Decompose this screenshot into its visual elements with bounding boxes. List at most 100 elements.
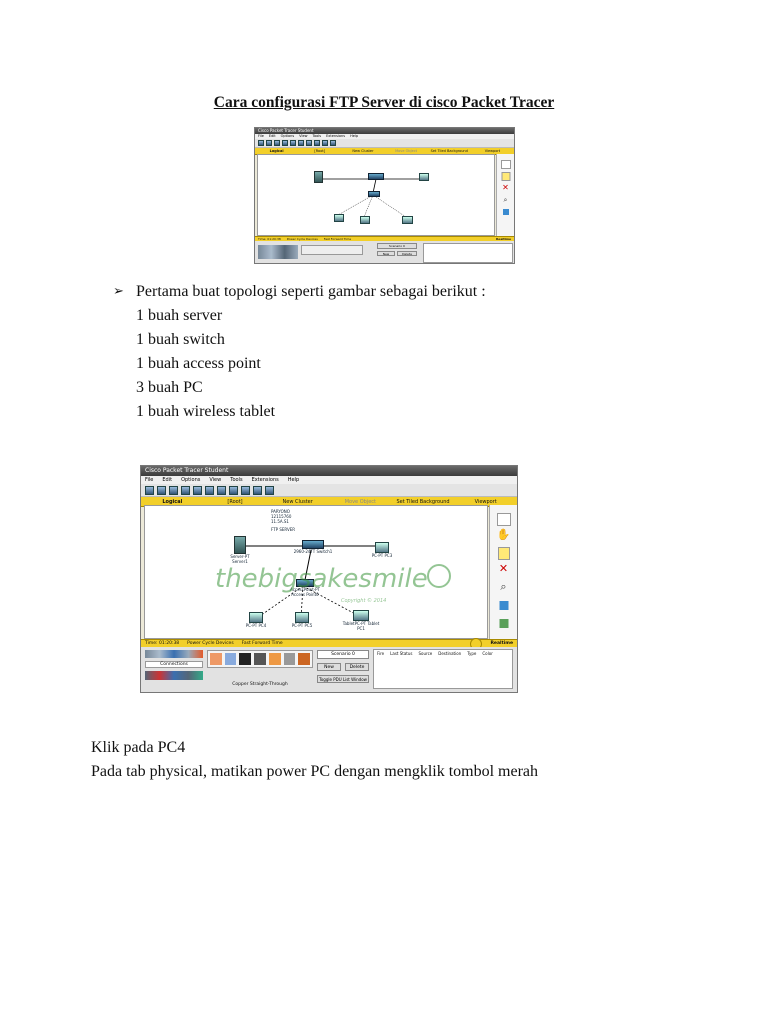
server-node[interactable] bbox=[314, 171, 323, 183]
topology-workspace[interactable]: PARYONO 12115760 11.5A.S1 FTP SERVER Ser… bbox=[144, 505, 488, 639]
auto-cable-icon[interactable] bbox=[210, 653, 222, 665]
zoom-out-icon[interactable] bbox=[330, 140, 336, 146]
set-tiled-background-button[interactable]: Set Tiled Background bbox=[396, 498, 450, 505]
menu-tools[interactable]: Tools bbox=[312, 134, 322, 138]
link-switch-ap bbox=[372, 178, 377, 194]
logical-tab[interactable]: Logical bbox=[162, 498, 183, 505]
menu-options[interactable]: Options bbox=[280, 134, 295, 138]
menu-extensions[interactable]: Extensions bbox=[251, 477, 279, 483]
open-icon[interactable] bbox=[157, 485, 166, 495]
set-tiled-background-button[interactable]: Set Tiled Background bbox=[430, 149, 468, 153]
inspect-icon[interactable]: ⌕ bbox=[500, 580, 507, 593]
select-icon[interactable] bbox=[500, 160, 511, 169]
undo-icon[interactable] bbox=[229, 485, 238, 495]
straight-cable-icon[interactable] bbox=[239, 653, 252, 665]
add-simple-pdu-icon[interactable] bbox=[502, 209, 509, 215]
menu-edit[interactable]: Edit bbox=[268, 134, 276, 138]
fiber-cable-icon[interactable] bbox=[268, 653, 281, 665]
copy-icon[interactable] bbox=[205, 485, 214, 495]
server-node[interactable]: Server-PT Server1 bbox=[225, 536, 255, 564]
wizard-icon[interactable] bbox=[290, 140, 296, 146]
new-icon[interactable] bbox=[258, 140, 264, 146]
open-icon[interactable] bbox=[266, 140, 272, 146]
note-icon[interactable] bbox=[501, 172, 510, 181]
phone-cable-icon[interactable] bbox=[283, 653, 296, 665]
ap-node[interactable]: AccessPoint-PT Access Point0 bbox=[285, 579, 325, 597]
menu-options[interactable]: Options bbox=[181, 477, 201, 483]
new-icon[interactable] bbox=[145, 485, 154, 495]
tablet-node[interactable] bbox=[402, 216, 413, 224]
scenario-select[interactable]: Scenario 0 bbox=[377, 243, 417, 249]
menu-tools[interactable]: Tools bbox=[230, 477, 243, 483]
zoom-in-icon[interactable] bbox=[322, 140, 328, 146]
logical-tab[interactable]: Logical bbox=[269, 149, 284, 153]
menu-extensions[interactable]: Extensions bbox=[326, 134, 346, 138]
palette-icon[interactable] bbox=[265, 485, 274, 495]
delete-scenario-button[interactable]: Delete bbox=[397, 251, 417, 256]
fast-forward-button[interactable]: Fast Forward Time bbox=[241, 641, 283, 646]
select-icon[interactable] bbox=[496, 513, 511, 526]
copy-icon[interactable] bbox=[298, 140, 304, 146]
viewport-button[interactable]: Viewport bbox=[474, 498, 497, 505]
menu-help[interactable]: Help bbox=[350, 134, 359, 138]
switch-node[interactable]: 2960-24TT Switch1 bbox=[293, 540, 333, 554]
coax-cable-icon[interactable] bbox=[298, 653, 311, 665]
console-cable-icon[interactable] bbox=[224, 653, 237, 665]
delete-icon[interactable]: ✕ bbox=[498, 562, 509, 575]
new-scenario-button[interactable]: New bbox=[317, 663, 341, 671]
pc4-node[interactable]: PC-PT PC4 bbox=[245, 612, 267, 628]
zoom-in-icon[interactable] bbox=[241, 485, 250, 495]
paste-icon[interactable] bbox=[217, 485, 226, 495]
delete-scenario-button[interactable]: Delete bbox=[345, 663, 369, 671]
menu-view[interactable]: View bbox=[209, 477, 222, 483]
device-category-icons[interactable] bbox=[145, 650, 203, 658]
paste-icon[interactable] bbox=[306, 140, 312, 146]
viewport-button[interactable]: Viewport bbox=[484, 149, 501, 153]
fast-forward-button[interactable]: Fast Forward Time bbox=[323, 237, 352, 241]
print-icon[interactable] bbox=[282, 140, 288, 146]
menu-help[interactable]: Help bbox=[287, 477, 300, 483]
device-category-icons[interactable] bbox=[258, 245, 298, 259]
new-cluster-button[interactable]: New Cluster bbox=[282, 498, 313, 505]
pc5-node[interactable]: PC-PT PC5 bbox=[291, 612, 313, 628]
zoom-out-icon[interactable] bbox=[253, 485, 262, 495]
topology-workspace[interactable] bbox=[257, 154, 495, 236]
pc5-node[interactable] bbox=[360, 216, 370, 224]
switch-node[interactable] bbox=[368, 173, 384, 180]
new-scenario-button[interactable]: New bbox=[377, 251, 395, 256]
move-icon[interactable]: ✋ bbox=[496, 528, 511, 541]
save-icon[interactable] bbox=[274, 140, 280, 146]
menu-file[interactable]: File bbox=[145, 477, 154, 483]
cable-icons[interactable] bbox=[301, 245, 363, 255]
inspect-icon[interactable]: ⌕ bbox=[503, 196, 508, 204]
move-object-button[interactable]: Move Object bbox=[395, 149, 418, 153]
note-icon[interactable] bbox=[497, 547, 510, 560]
pc3-node[interactable]: PC-PT PC3 bbox=[371, 542, 393, 558]
delete-icon[interactable]: ✕ bbox=[502, 183, 509, 192]
pc4-node[interactable] bbox=[334, 214, 344, 222]
cable-icons[interactable] bbox=[207, 650, 313, 668]
toggle-pdu-list-button[interactable]: Toggle PDU List Window bbox=[317, 675, 369, 683]
menu-view[interactable]: View bbox=[299, 134, 308, 138]
print-icon[interactable] bbox=[181, 485, 190, 495]
undo-icon[interactable] bbox=[314, 140, 320, 146]
ap-node[interactable] bbox=[368, 191, 380, 197]
add-simple-pdu-icon[interactable] bbox=[499, 601, 508, 610]
root-label[interactable]: [Root] bbox=[314, 149, 326, 153]
power-cycle-button[interactable]: Power Cycle Devices bbox=[187, 641, 234, 646]
add-complex-pdu-icon[interactable] bbox=[499, 619, 508, 628]
pc3-node[interactable] bbox=[419, 173, 429, 181]
realtime-label[interactable]: Realtime bbox=[490, 641, 513, 646]
wizard-icon[interactable] bbox=[193, 485, 202, 495]
power-cycle-button[interactable]: Power Cycle Devices bbox=[286, 237, 318, 241]
menu-edit[interactable]: Edit bbox=[162, 477, 173, 483]
cross-cable-icon[interactable] bbox=[254, 653, 266, 665]
tablet-node[interactable]: TabletPC-PT Tablet PC1 bbox=[341, 610, 381, 631]
move-object-button[interactable]: Move Object bbox=[344, 498, 376, 505]
scenario-select[interactable]: Scenario 0 bbox=[317, 650, 369, 659]
menu-file[interactable]: File bbox=[258, 134, 264, 138]
save-icon[interactable] bbox=[169, 485, 178, 495]
device-type-icons[interactable] bbox=[145, 671, 203, 680]
new-cluster-button[interactable]: New Cluster bbox=[352, 149, 374, 153]
root-label[interactable]: [Root] bbox=[227, 498, 243, 505]
